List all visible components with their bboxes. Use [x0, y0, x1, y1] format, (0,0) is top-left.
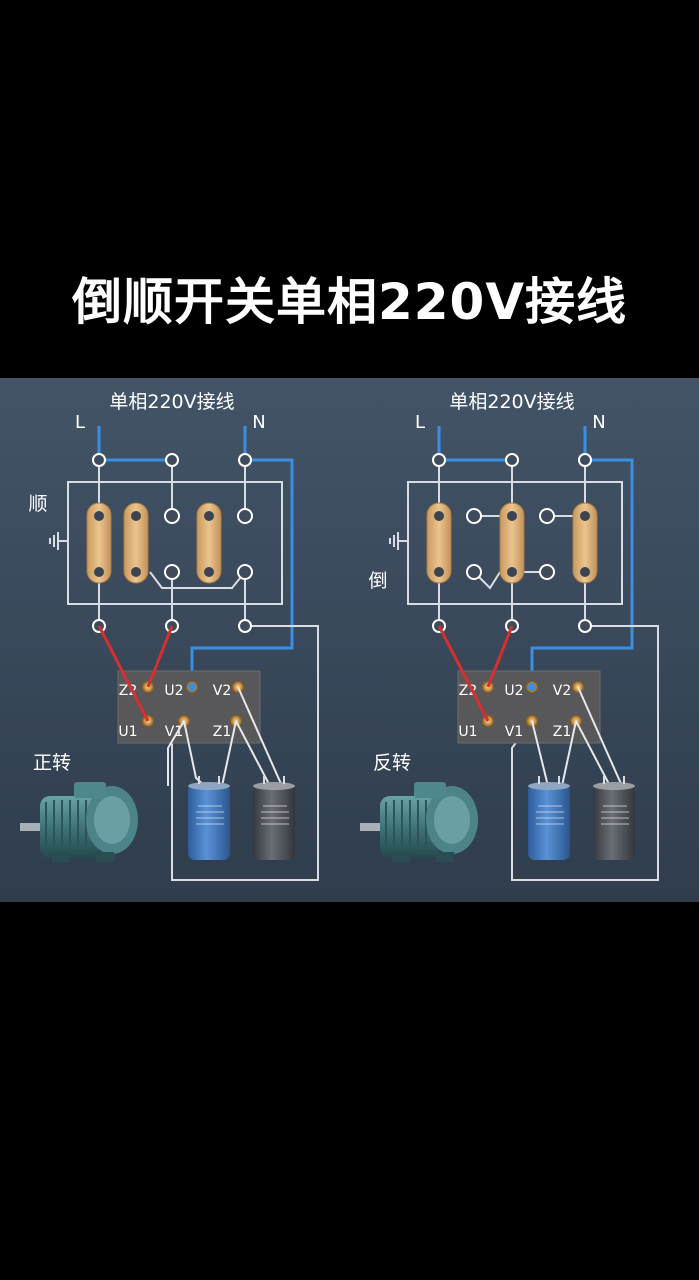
terminal-z1: Z1	[553, 724, 572, 740]
terminal-v2: V2	[553, 683, 571, 699]
line-label: L	[415, 412, 425, 433]
neutral-label: N	[592, 412, 605, 433]
ground-icon	[389, 532, 408, 550]
red-wire	[97, 625, 174, 722]
wiring-diagram-panel: 单相220V接线 L N 顺 正转	[0, 378, 699, 902]
terminal-u1: U1	[118, 724, 137, 740]
terminal-v2: V2	[213, 683, 231, 699]
link-bar-group	[426, 502, 598, 584]
switch-position-label: 倒	[368, 570, 387, 592]
diagram-heading: 单相220V接线	[109, 391, 234, 413]
diagram-forward: 单相220V接线 L N 顺 正转	[20, 391, 319, 881]
ground-icon	[49, 532, 68, 550]
terminal-v1: V1	[505, 724, 523, 740]
switch-box	[407, 481, 623, 605]
terminal-v1: V1	[165, 724, 183, 740]
terminal-u2: U2	[504, 683, 523, 699]
terminal-z2: Z2	[119, 683, 138, 699]
switch-position-label: 顺	[28, 493, 47, 515]
red-wire	[437, 625, 514, 722]
link-bar-group	[86, 502, 222, 584]
page-title: 倒顺开关单相220V接线	[71, 273, 628, 331]
rotation-label: 反转	[373, 752, 411, 774]
terminal-u1: U1	[458, 724, 477, 740]
neutral-label: N	[252, 412, 265, 433]
line-label: L	[75, 412, 85, 433]
capacitor-icon	[188, 776, 230, 860]
internal-wiring	[98, 460, 319, 881]
motor-icon	[360, 782, 478, 862]
switch-box	[67, 481, 283, 605]
terminal-z2: Z2	[459, 683, 478, 699]
capacitor-icon	[593, 776, 635, 860]
rotation-label: 正转	[33, 752, 71, 774]
diagram-reverse: 单相220V接线 L N 倒 反转	[360, 391, 659, 881]
capacitor-icon	[253, 776, 295, 860]
diagram-heading: 单相220V接线	[449, 391, 574, 413]
capacitor-wiring	[531, 686, 623, 787]
motor-icon	[20, 782, 138, 862]
terminal-z1: Z1	[213, 724, 232, 740]
terminal-u2: U2	[164, 683, 183, 699]
capacitor-icon	[528, 776, 570, 860]
contact-points	[92, 453, 253, 633]
